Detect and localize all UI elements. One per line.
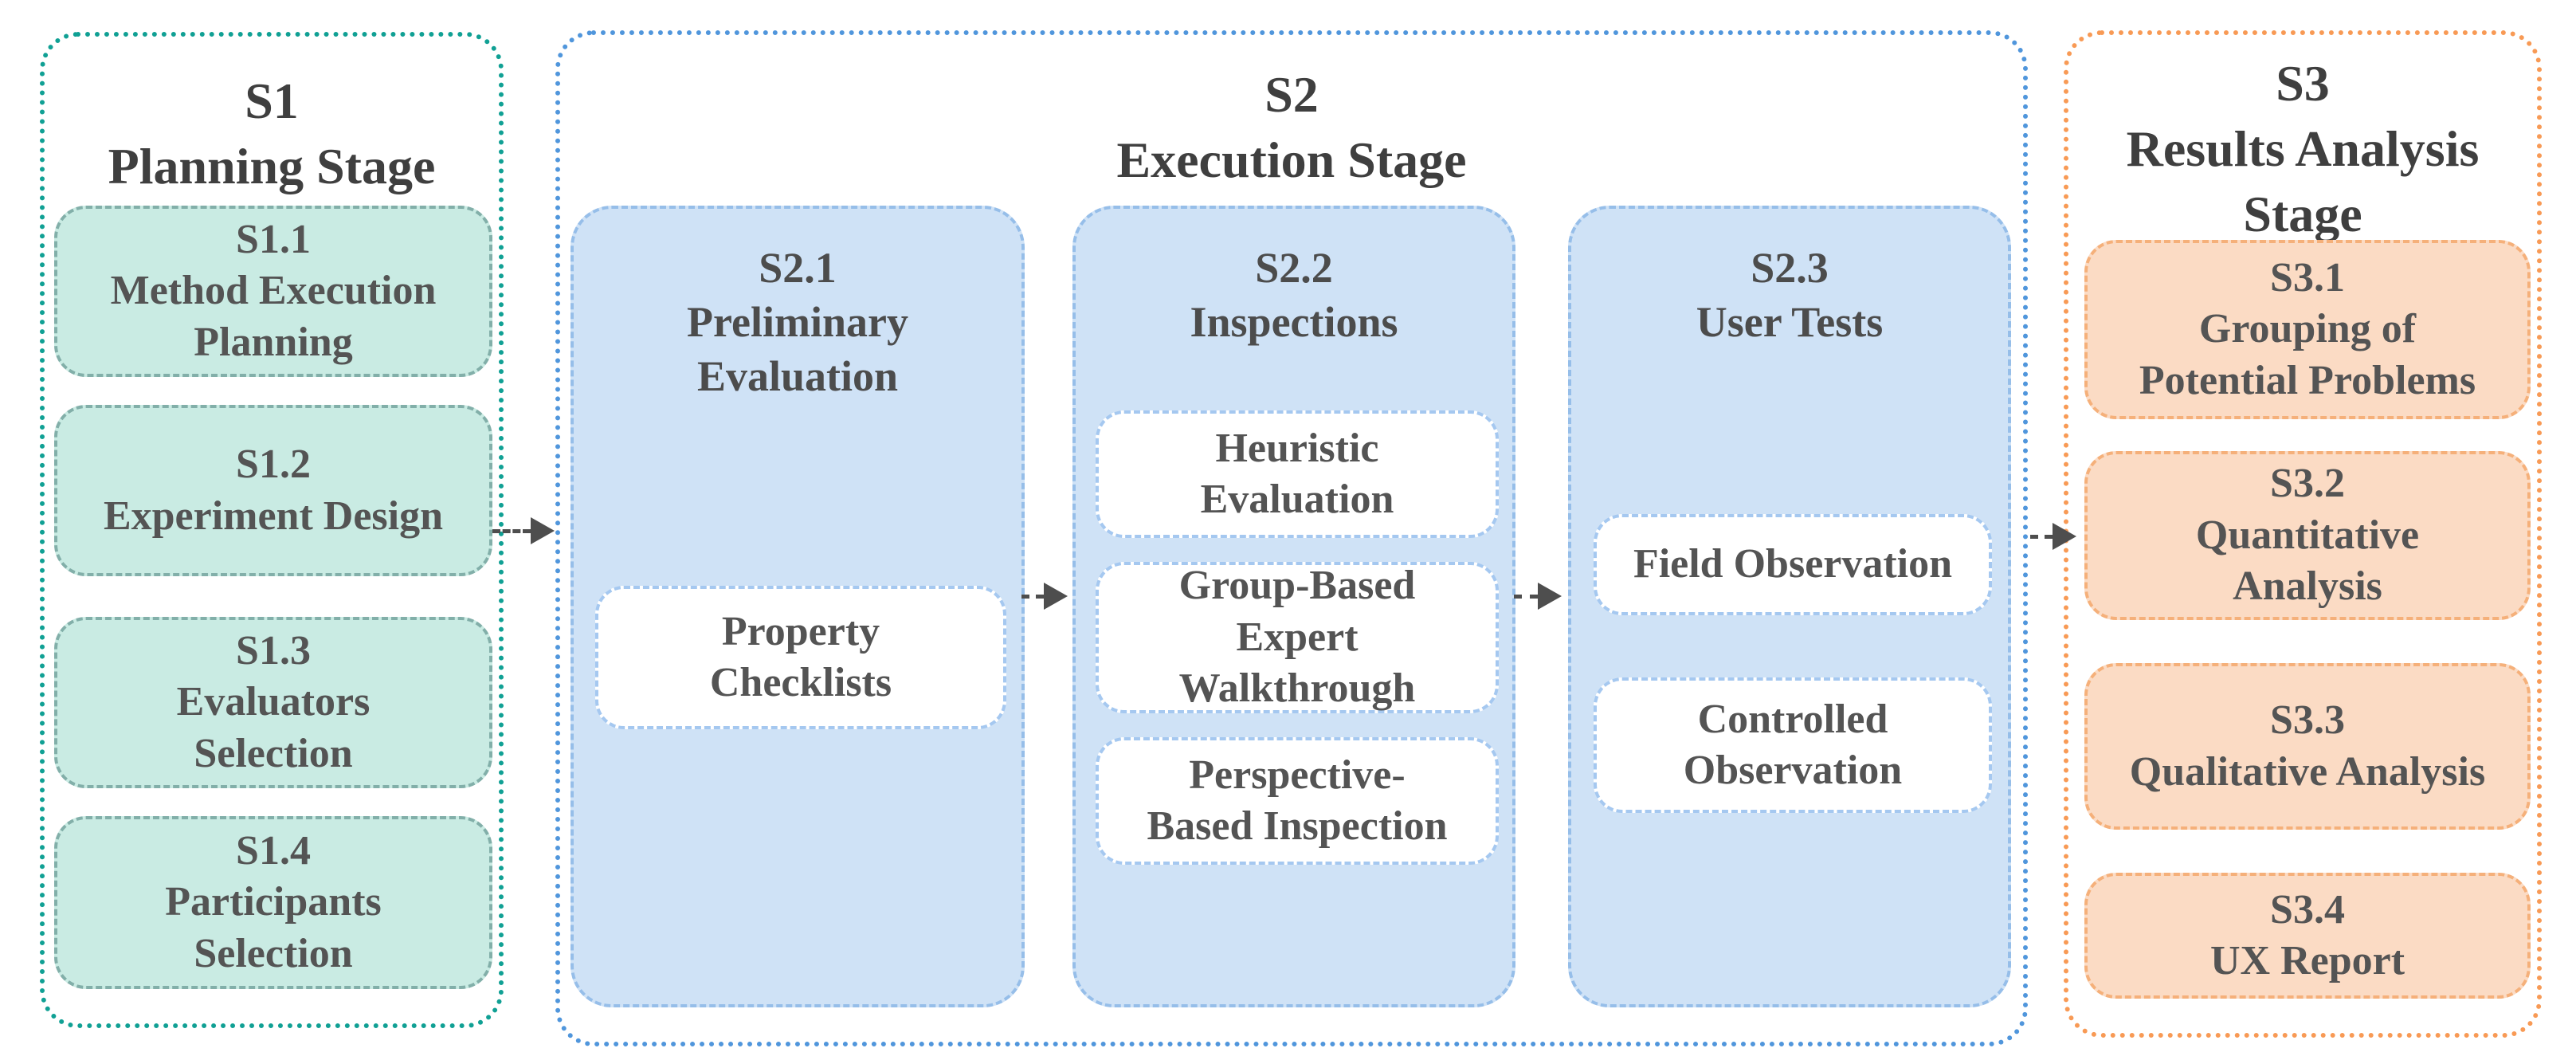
- node-property-checklists: Property Checklists: [595, 586, 1006, 729]
- node-s1-2-experiment-design: S1.2 Experiment Design: [54, 405, 492, 576]
- arrow-head: [1538, 583, 1562, 610]
- arrow-head: [2053, 523, 2076, 550]
- column-s2-1-title: S2.1 Preliminary Evaluation: [687, 244, 908, 401]
- node-perspective-based-inspection: Perspective- Based Inspection: [1096, 737, 1499, 865]
- flow-arrow-s1-to-s2-icon: [492, 516, 555, 545]
- column-s2-3-title: S2.3 User Tests: [1696, 244, 1884, 347]
- column-s2-2-title: S2.2 Inspections: [1190, 244, 1398, 347]
- arrow-shaft: [492, 528, 531, 533]
- flow-arrow-s2-2-to-s2-3-icon: [1514, 582, 1562, 610]
- arrow-head: [531, 517, 555, 544]
- stage-s2-execution-container: S2 Execution Stage S2.1 Preliminary Eval…: [555, 30, 2028, 1046]
- flow-arrow-s2-to-s3-icon: [2030, 522, 2076, 551]
- node-s1-4-participants-selection: S1.4 Participants Selection: [54, 816, 492, 989]
- arrow-head: [1044, 583, 1068, 610]
- stage-s3-results-analysis-container: S3 Results Analysis Stage S3.1 Grouping …: [2064, 30, 2542, 1038]
- node-s3-1-grouping-of-potential-problems: S3.1 Grouping of Potential Problems: [2084, 240, 2531, 419]
- arrow-shaft: [1514, 594, 1538, 599]
- node-s3-4-ux-report: S3.4 UX Report: [2084, 873, 2531, 999]
- node-controlled-observation: Controlled Observation: [1594, 677, 1992, 813]
- node-heuristic-evaluation: Heuristic Evaluation: [1096, 410, 1499, 538]
- stage-s2-title: S2 Execution Stage: [1116, 66, 1467, 188]
- flow-arrow-s2-1-to-s2-2-icon: [1021, 582, 1068, 610]
- column-s2-3-user-tests: S2.3 User Tests Field Observation Contro…: [1568, 206, 2011, 1007]
- stage-s1-planning-container: S1 Planning Stage S1.1 Method Execution …: [40, 32, 504, 1028]
- node-s3-3-qualitative-analysis: S3.3 Qualitative Analysis: [2084, 663, 2531, 830]
- stage-s3-title: S3 Results Analysis Stage: [2126, 55, 2480, 242]
- arrow-shaft: [1021, 594, 1044, 599]
- column-s2-1-preliminary-evaluation: S2.1 Preliminary Evaluation Property Che…: [570, 206, 1025, 1007]
- arrow-shaft: [2030, 534, 2053, 539]
- stage-s1-title: S1 Planning Stage: [108, 73, 436, 194]
- node-s1-1-method-execution-planning: S1.1 Method Execution Planning: [54, 206, 492, 377]
- column-s2-2-inspections: S2.2 Inspections Heuristic Evaluation Gr…: [1072, 206, 1515, 1007]
- node-field-observation: Field Observation: [1594, 514, 1992, 615]
- node-s1-3-evaluators-selection: S1.3 Evaluators Selection: [54, 617, 492, 788]
- node-s3-2-quantitative-analysis: S3.2 Quantitative Analysis: [2084, 451, 2531, 620]
- node-group-based-expert-walkthrough: Group-Based Expert Walkthrough: [1096, 562, 1499, 713]
